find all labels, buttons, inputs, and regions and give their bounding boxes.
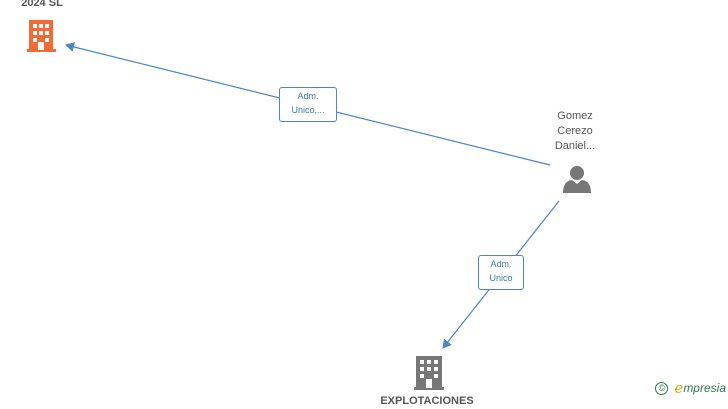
person-label-line: Daniel... (554, 140, 596, 152)
empresia-watermark: © e mpresia (655, 379, 726, 397)
edge-label-line: Unico (489, 273, 513, 283)
brand-name: mpresia (683, 381, 726, 395)
company-top-label[interactable]: 2024 SL (21, 0, 63, 9)
person-label-line: Gomez (557, 110, 593, 122)
edge-label-adm-unico-bottom[interactable]: Adm. Unico (478, 255, 524, 290)
company-bottom-label[interactable]: EXPLOTACIONES (380, 395, 474, 407)
copyright-icon: © (655, 381, 669, 395)
network-diagram (27, 20, 591, 390)
edge-label-adm-unico-top[interactable]: Adm. Unico,... (279, 87, 337, 122)
person-icon[interactable] (563, 166, 591, 193)
edge-label-line: Adm. (490, 259, 512, 269)
building-icon[interactable] (27, 20, 56, 52)
person-label[interactable]: Gomez Cerezo Daniel... (540, 109, 610, 154)
brand-initial: e (674, 379, 684, 397)
person-label-line: Cerezo (557, 125, 593, 137)
edge-label-line: Unico,... (291, 105, 325, 115)
building-icon[interactable] (414, 356, 444, 390)
edge-label-line: Adm. (297, 91, 319, 101)
